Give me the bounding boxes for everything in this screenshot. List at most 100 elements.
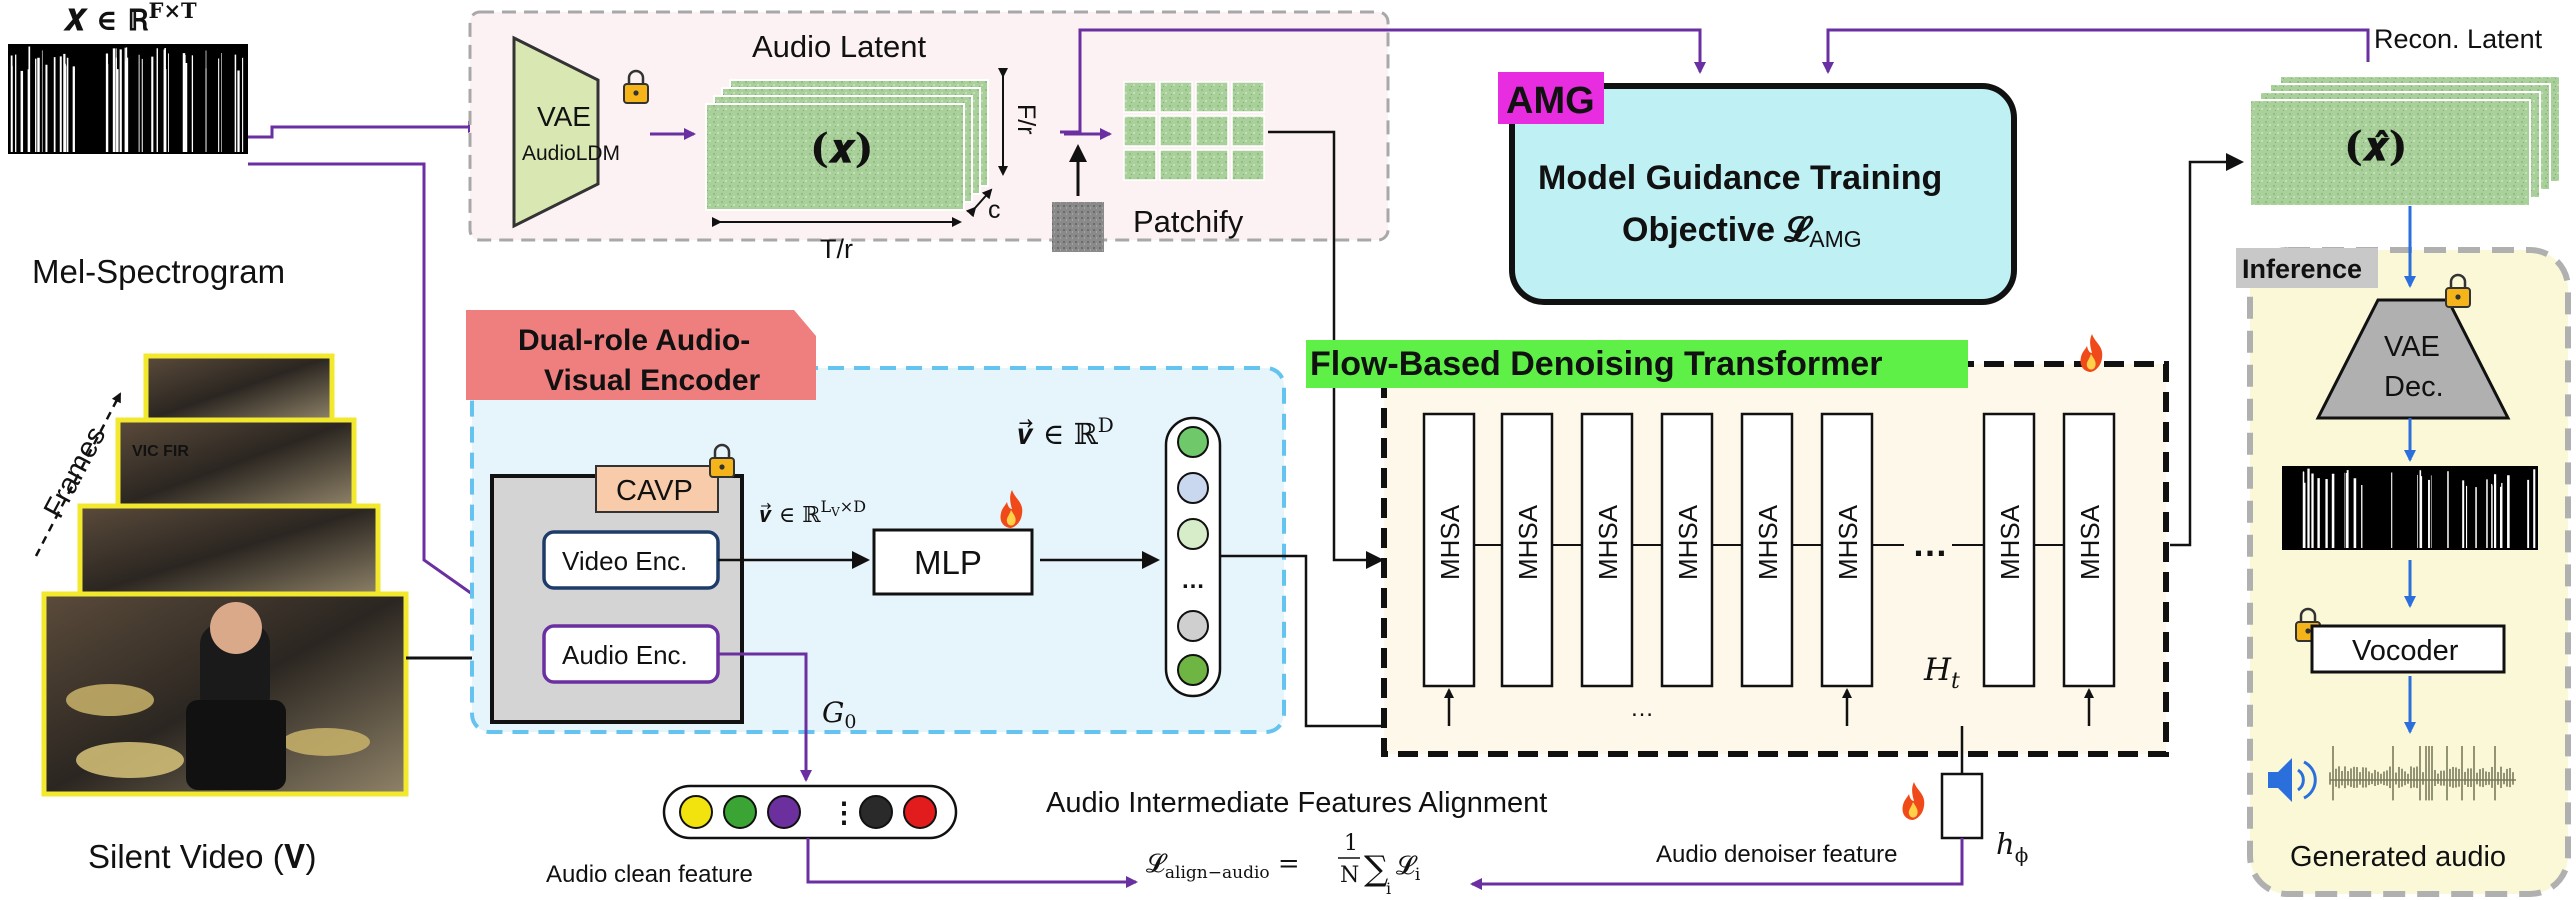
vocoder-box xyxy=(2310,624,2506,674)
transformer-title-tab xyxy=(1306,340,1968,388)
noise-patch xyxy=(1052,202,1104,252)
amg-line1: Model Guidance Training xyxy=(1538,159,1942,197)
inference-badge-text: Inference xyxy=(2242,254,2362,284)
video-frame-2 xyxy=(77,503,381,599)
audio-enc-to-feature-arrow xyxy=(718,652,812,782)
mlp-box xyxy=(872,528,1034,596)
vocoder-label: Vocoder xyxy=(2352,635,2459,667)
alignment-title: Audio Intermediate Features Alignment xyxy=(1046,787,1547,819)
mel-to-vae-arrow xyxy=(248,121,480,139)
formula-sum: ∑ xyxy=(1364,849,1388,889)
formula-sum-index: i xyxy=(1386,879,1391,898)
vector-element xyxy=(1177,518,1209,550)
feature-element xyxy=(767,795,801,829)
latent-c-arrow xyxy=(965,188,993,218)
feature-element xyxy=(903,795,937,829)
latent-patch xyxy=(1123,81,1157,113)
mlp-label: MLP xyxy=(914,544,982,581)
mhsa-label: MHSA xyxy=(1995,504,2025,580)
vae-subtitle: AudioLDM xyxy=(522,142,620,165)
align-loss-formula: 𝓛align−audio = xyxy=(1146,849,1300,883)
mhsa-block xyxy=(1740,412,1794,688)
mhsa-label: MHSA xyxy=(1435,504,1465,580)
mhsa-block xyxy=(1500,412,1554,688)
speaker-icon xyxy=(2268,758,2317,802)
recon-symbol: (𝒙̂) xyxy=(2344,123,2408,170)
latent-stack xyxy=(705,79,989,211)
vector-dots: … xyxy=(1181,567,1205,594)
latent-patch xyxy=(1195,81,1229,113)
mhsa-block xyxy=(1422,412,1476,688)
feature-element xyxy=(723,795,757,829)
mel-spectrogram-label: Mel-Spectrogram xyxy=(32,253,285,290)
latent-dim-f: F/r xyxy=(1012,104,1040,135)
vae-title: VAE xyxy=(537,101,591,132)
encoder-title-line1: Dual-role Audio- xyxy=(518,324,750,357)
latent-title: Audio Latent xyxy=(752,29,926,64)
vae-latent-panel: VAE AudioLDM Audio Latent (𝒙) F/r T/r c … xyxy=(468,10,1390,264)
h-phi-flame-icon xyxy=(1902,782,1925,820)
latent-symbol: (𝒙) xyxy=(810,125,874,172)
denoiser-to-loss-arrow xyxy=(1470,838,1964,890)
vae-dec-line1: VAE xyxy=(2384,331,2440,363)
clean-feature-circles xyxy=(679,795,937,829)
latent-dim-t: T/r xyxy=(820,234,853,264)
mhsa-block xyxy=(1580,412,1634,688)
mhsa-label: MHSA xyxy=(1833,504,1863,580)
latent-patch xyxy=(1159,81,1193,113)
mhsa-label: MHSA xyxy=(2075,504,2105,580)
latent-patch xyxy=(1123,149,1157,181)
formula-term: 𝓛i xyxy=(1396,851,1421,885)
alignment-section: Audio Intermediate Features Alignment ⋮ … xyxy=(546,784,1964,898)
video-frame-4 xyxy=(143,353,335,423)
mhsa-dots: … xyxy=(1912,523,1948,564)
inference-panel: Inference VAE Dec. Vocoder Generated aud… xyxy=(2236,206,2571,897)
latent-patch xyxy=(1195,115,1229,147)
latent-patch xyxy=(1159,115,1193,147)
cavp-label: CAVP xyxy=(616,475,693,507)
amg-badge-text: AMG xyxy=(1506,80,1595,122)
feature-element xyxy=(859,795,893,829)
video-enc-label: Video Enc. xyxy=(562,546,687,576)
recon-label: Recon. Latent xyxy=(2374,24,2543,54)
transformer-panel: Flow-Based Denoising Transformer MHSA MHS… xyxy=(1306,334,2169,867)
encoder-title-line2: Visual Encoder xyxy=(544,364,761,397)
latent-patch xyxy=(1123,115,1157,147)
transformer-title: Flow-Based Denoising Transformer xyxy=(1310,345,1882,383)
bottom-dots: … xyxy=(1630,695,1654,722)
h-phi-label: ℎϕ xyxy=(1996,827,2028,867)
vector-element xyxy=(1177,472,1209,504)
audio-clean-feature-label: Audio clean feature xyxy=(546,861,753,888)
h-t-label: 𝐻𝑡 xyxy=(1923,652,1960,694)
audio-denoiser-feature-label: Audio denoiser feature xyxy=(1656,841,1898,868)
recon-latent-section: Recon. Latent (𝒙̂) xyxy=(2249,24,2561,207)
feature-dots: ⋮ xyxy=(830,797,858,828)
amg-box: AMG Model Guidance Training Objective 𝓛A… xyxy=(1498,72,2017,305)
mel-spectrogram-image xyxy=(8,44,248,154)
video-frame-3: VIC FIR xyxy=(115,417,357,509)
latent-patch xyxy=(1195,149,1229,181)
latent-patch xyxy=(1231,81,1265,113)
mhsa-label: MHSA xyxy=(1593,504,1623,580)
waveform-graphic xyxy=(2329,746,2516,801)
vae-decoder-trapezoid xyxy=(2315,298,2511,420)
frame-overlay-text: VIC FIR xyxy=(132,443,189,460)
latent-to-patchify-arrow xyxy=(1060,28,1706,134)
generated-audio-label: Generated audio xyxy=(2290,841,2506,873)
encoder-title-tab xyxy=(466,310,816,400)
amg-badge xyxy=(1498,72,1604,124)
generated-mel-image xyxy=(2282,466,2538,550)
vector-element xyxy=(1177,610,1209,642)
formula-fraction-n: 1 xyxy=(1344,831,1358,856)
latent-patch xyxy=(1159,149,1193,181)
frames-arrow xyxy=(34,392,122,557)
patch-grid xyxy=(1123,81,1265,181)
video-frames-section: Frames VIC FIR Silent Video (𝐕) xyxy=(34,353,409,875)
mhsa-block xyxy=(1982,412,2036,688)
mhsa-label: MHSA xyxy=(1673,504,1703,580)
transformer-to-recon-arrow xyxy=(2170,153,2244,547)
mhsa-block xyxy=(2062,412,2116,688)
patchify-label: Patchify xyxy=(1133,204,1244,239)
formula-fraction-d: N xyxy=(1340,863,1359,888)
